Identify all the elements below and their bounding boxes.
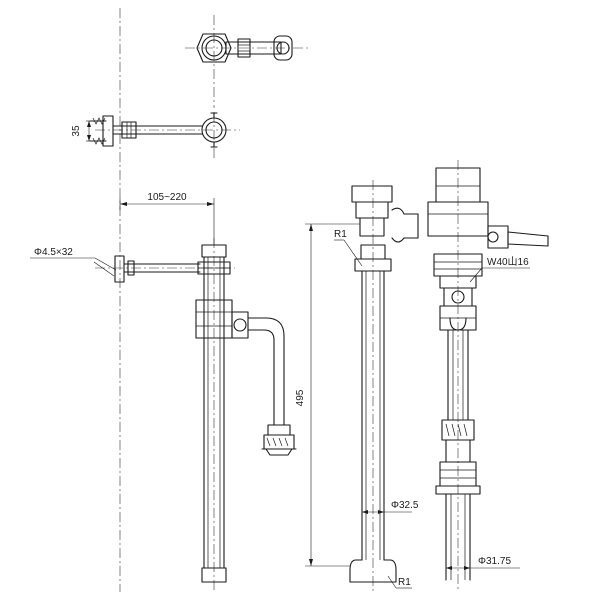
dimension-screw: Φ4.5×32 bbox=[34, 247, 73, 258]
dimension-35: 35 bbox=[71, 125, 82, 137]
top-view-bracket bbox=[196, 33, 293, 63]
side-view-assembly bbox=[305, 167, 549, 589]
dimension-radius-top: R1 bbox=[334, 229, 347, 240]
front-view-assembly bbox=[30, 198, 297, 583]
dimension-radius-bottom: R1 bbox=[398, 577, 411, 588]
dimension-thread: W40山16 bbox=[487, 256, 529, 268]
dimension-outlet-diameter: Φ31.75 bbox=[478, 556, 511, 567]
dimension-pipe-diameter: Φ32.5 bbox=[391, 500, 419, 511]
dimension-offset: 105~220 bbox=[147, 192, 187, 203]
center-lines bbox=[95, 8, 459, 592]
dimension-height: 495 bbox=[295, 389, 306, 406]
side-view-bracket bbox=[86, 112, 227, 148]
